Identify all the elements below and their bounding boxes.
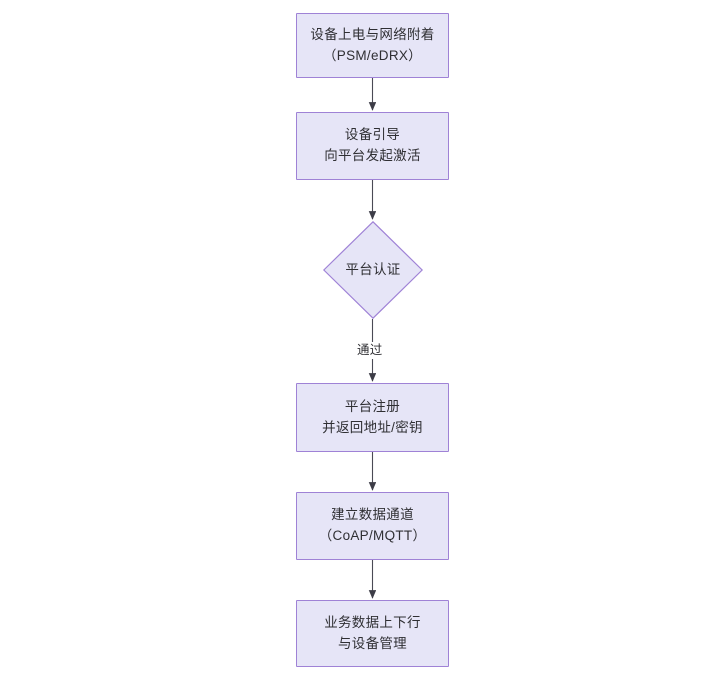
node-label: 平台注册 并返回地址/密钥 <box>322 398 423 435</box>
node-label: 业务数据上下行 与设备管理 <box>324 614 421 651</box>
node-label: 设备引导 向平台发起激活 <box>324 127 421 163</box>
edge-label-pass: 通过 <box>355 342 385 359</box>
node-business-data-and-device-management[interactable]: 业务数据上下行 与设备管理 <box>296 600 449 667</box>
node-establish-data-channel[interactable]: 建立数据通道 （CoAP/MQTT） <box>296 492 449 560</box>
node-label: 平台认证 <box>345 261 401 277</box>
node-platform-authentication[interactable]: 平台认证 <box>323 221 423 319</box>
node-label: 设备上电与网络附着 （PSM/eDRX） <box>310 26 435 63</box>
node-device-bootstrap[interactable]: 设备引导 向平台发起激活 <box>296 112 449 180</box>
diamond-shape-icon <box>323 221 423 319</box>
node-device-power-on[interactable]: 设备上电与网络附着 （PSM/eDRX） <box>296 13 449 78</box>
node-platform-registration[interactable]: 平台注册 并返回地址/密钥 <box>296 383 449 452</box>
node-label: 建立数据通道 （CoAP/MQTT） <box>318 507 427 543</box>
